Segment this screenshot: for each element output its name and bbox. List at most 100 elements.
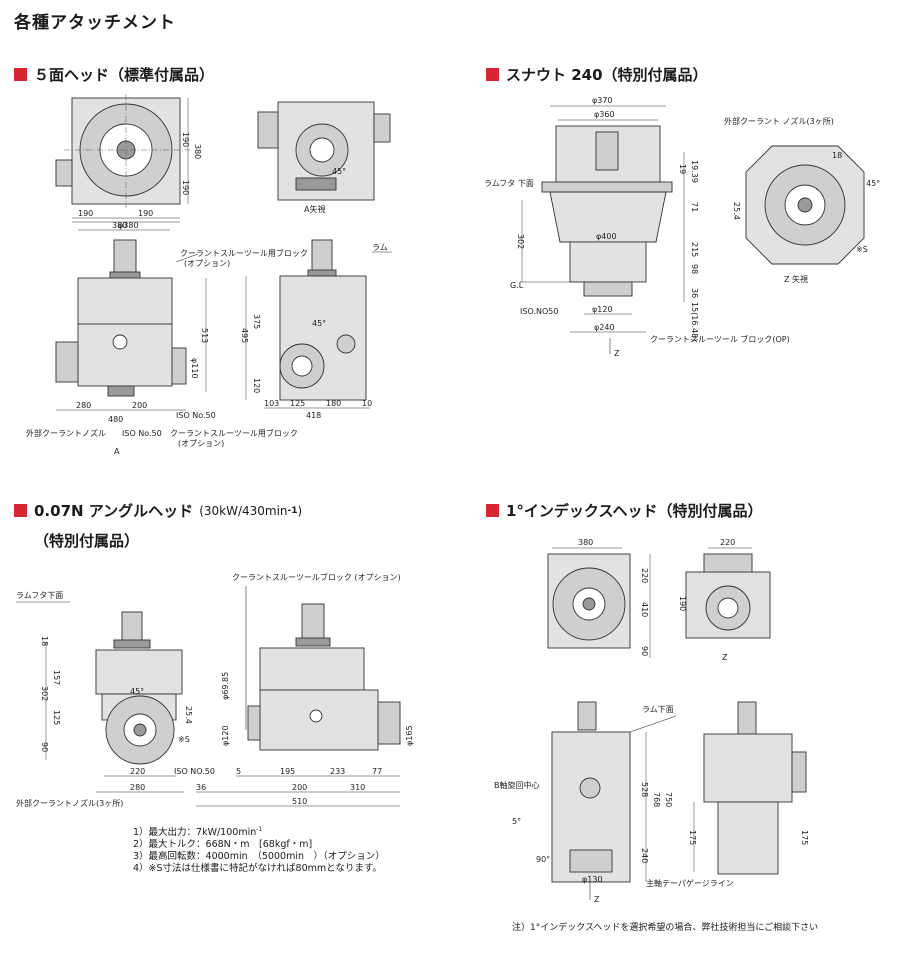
svg-text:15(16.48): 15(16.48) xyxy=(690,302,699,341)
svg-text:190: 190 xyxy=(78,209,93,218)
svg-text:302: 302 xyxy=(516,234,525,249)
angle-head-subheading: （特別付属品） xyxy=(34,532,140,550)
svg-text:18: 18 xyxy=(832,151,842,160)
svg-text:ラムフタ 下面: ラムフタ 下面 xyxy=(484,179,534,188)
svg-text:280: 280 xyxy=(76,401,91,410)
svg-text:φ370: φ370 xyxy=(592,96,613,105)
ram-label: ラム xyxy=(372,243,388,252)
svg-text:φ110: φ110 xyxy=(190,358,199,379)
svg-text:90°: 90° xyxy=(536,855,550,864)
svg-text:200: 200 xyxy=(132,401,147,410)
svg-text:90: 90 xyxy=(640,646,649,656)
iso-label: ISO No.50 xyxy=(176,411,216,420)
svg-text:φ120: φ120 xyxy=(221,725,230,746)
svg-text:513: 513 xyxy=(200,328,209,343)
coolant-block-label: クーラントスルーツールブロック (オプション) xyxy=(232,572,401,582)
svg-text:375: 375 xyxy=(252,314,261,329)
spec-line-3: 3）最高回転数：4000min （5000min ）（オプション） xyxy=(133,851,385,863)
svg-text:280: 280 xyxy=(130,783,145,792)
z-view-label: Z 矢視 xyxy=(784,274,808,284)
svg-text:71: 71 xyxy=(690,202,699,212)
section-heading-angle-head: 0.07N アングルヘッド (30kW/430min-1) xyxy=(14,500,302,521)
svg-text:Z: Z xyxy=(614,349,620,358)
svg-text:125: 125 xyxy=(52,710,61,725)
ext-nozzle-label: 外部クーラント ノズル(3ヶ所) xyxy=(724,116,834,126)
ext-nozzle-label: 外部クーラントノズル xyxy=(26,428,106,438)
svg-text:190: 190 xyxy=(138,209,153,218)
b-axis-label: B軸旋回中心 xyxy=(494,780,540,790)
svg-text:528: 528 xyxy=(640,782,649,797)
svg-text:495: 495 xyxy=(240,328,249,343)
svg-text:180: 180 xyxy=(326,399,341,408)
svg-text:25.4: 25.4 xyxy=(184,706,193,724)
svg-text:※S: ※S xyxy=(856,245,868,254)
svg-text:45°: 45° xyxy=(866,179,880,188)
svg-text:240: 240 xyxy=(640,848,649,863)
section-heading-snout: スナウト 240（特別付属品） xyxy=(486,64,708,85)
svg-text:Z: Z xyxy=(722,653,728,662)
svg-text:510: 510 xyxy=(292,797,307,806)
svg-text:φ400: φ400 xyxy=(596,232,617,241)
svg-text:φ130: φ130 xyxy=(582,875,603,884)
red-square-icon xyxy=(14,504,27,517)
svg-text:200: 200 xyxy=(292,783,307,792)
svg-text:90: 90 xyxy=(40,742,49,752)
svg-text:19.39: 19.39 xyxy=(690,160,699,183)
angle-front-upper xyxy=(95,649,183,695)
svg-text:G.L: G.L xyxy=(510,281,524,290)
svg-text:750: 750 xyxy=(664,792,673,807)
svg-text:ISO No.50: ISO No.50 xyxy=(122,429,162,438)
svg-text:380: 380 xyxy=(112,221,127,230)
svg-text:120: 120 xyxy=(252,378,261,393)
svg-text:10: 10 xyxy=(362,399,372,408)
section-heading-five-face: ５面ヘッド（標準付属品） xyxy=(14,64,214,85)
svg-text:φ69.85: φ69.85 xyxy=(221,672,230,700)
svg-text:18: 18 xyxy=(40,636,49,646)
ext-nozzle-label: 外部クーラントノズル(3ヶ所) xyxy=(16,798,123,808)
index-side-lower xyxy=(717,801,779,875)
svg-text:A: A xyxy=(114,447,120,456)
view-a-label: A矢視 xyxy=(304,204,325,214)
index-side-upper xyxy=(703,733,793,803)
spindle-gauge-label: 主軸テーパゲージライン xyxy=(646,878,734,888)
snout-drawing: φ370 φ360 φ400 302 G.L ラムフタ 下面 19 19.39 … xyxy=(484,96,880,358)
svg-text:103: 103 xyxy=(264,399,279,408)
red-square-icon xyxy=(486,504,499,517)
svg-text:45°: 45° xyxy=(130,687,144,696)
svg-text:φ165: φ165 xyxy=(405,725,414,746)
ram-lower-label: ラムフタ下面 xyxy=(16,591,63,600)
svg-text:45°: 45° xyxy=(312,319,326,328)
angle-head-drawing: ラムフタ下面 18 157 302 125 90 45° 25.4 ※S 220… xyxy=(16,572,414,808)
svg-text:25.4: 25.4 xyxy=(732,202,741,220)
svg-text:233: 233 xyxy=(330,767,345,776)
svg-text:410: 410 xyxy=(640,602,649,617)
spec-line-4: 4）※S寸法は仕様書に特記がなければ80mmとなります。 xyxy=(133,863,382,875)
svg-text:190: 190 xyxy=(181,132,190,147)
svg-text:175: 175 xyxy=(800,830,809,845)
svg-text:190: 190 xyxy=(181,180,190,195)
svg-text:クーラントスルーツール用ブロック: クーラントスルーツール用ブロック xyxy=(170,428,298,438)
angle-head-specs: 1）最大出力：7kW/100min-1 2）最大トルク：668N・m [68kg… xyxy=(133,824,385,875)
front-view-lower xyxy=(77,323,173,387)
svg-text:157: 157 xyxy=(52,670,61,685)
svg-text:36: 36 xyxy=(690,288,699,298)
svg-text:380: 380 xyxy=(193,144,202,159)
page-title: 各種アタッチメント xyxy=(14,13,176,33)
svg-text:φ360: φ360 xyxy=(594,110,615,119)
angle-side-upper xyxy=(259,647,365,691)
red-square-icon xyxy=(486,68,499,81)
coolant-block-label: クーラントスルーツール用ブロック xyxy=(180,248,308,258)
svg-text:φ120: φ120 xyxy=(592,305,613,314)
svg-text:220: 220 xyxy=(130,767,145,776)
svg-text:※S: ※S xyxy=(178,735,190,744)
svg-text:380: 380 xyxy=(578,538,593,547)
svg-text:19: 19 xyxy=(678,164,687,174)
iso-label: ISO NO.50 xyxy=(174,767,215,776)
svg-text:480: 480 xyxy=(108,415,123,424)
svg-text:220: 220 xyxy=(720,538,735,547)
svg-text:215: 215 xyxy=(690,242,699,257)
svg-text:175: 175 xyxy=(688,830,697,845)
svg-text:77: 77 xyxy=(372,767,382,776)
svg-text:5°: 5° xyxy=(512,817,521,826)
index-head-drawing: 380 220 410 90 220 190 Z ラム下面 B軸旋回中心 5° … xyxy=(494,538,809,904)
